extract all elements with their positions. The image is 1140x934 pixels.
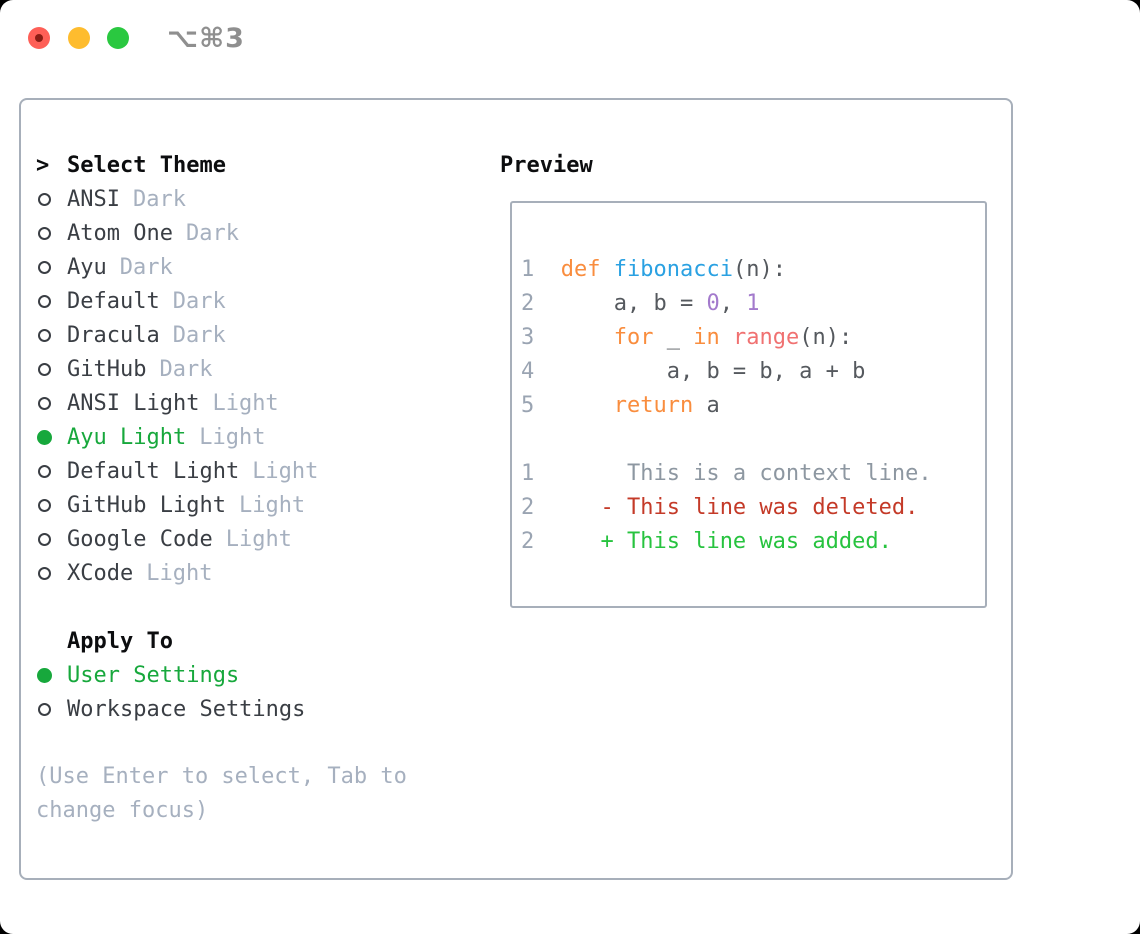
theme-list-header-row: > Select Theme bbox=[36, 148, 318, 182]
theme-option-dracula-dark-variant: Dark bbox=[172, 322, 226, 348]
theme-option-atom-one-dark-variant: Dark bbox=[185, 220, 239, 246]
theme-option-dracula-dark-label: Dracula bbox=[67, 322, 160, 348]
theme-option-default-dark-variant: Dark bbox=[172, 288, 226, 314]
theme-option-github-light-light-variant: Light bbox=[238, 492, 306, 518]
code-line-1: 1 def fibonacci(n): bbox=[521, 257, 786, 282]
theme-option-atom-one-dark-label: Atom One bbox=[67, 220, 173, 246]
theme-option-github-dark-variant: Dark bbox=[159, 356, 213, 382]
theme-option-ansi-dark-label: ANSI bbox=[67, 186, 120, 212]
preview-title: Preview bbox=[500, 152, 593, 178]
code-line-3: 3 for _ in range(n): bbox=[521, 325, 853, 350]
radio-unselected-icon bbox=[38, 532, 51, 546]
code-line-7: 1 This is a context line. bbox=[521, 461, 932, 486]
selection-prompt: > bbox=[36, 152, 50, 178]
theme-option-ayu-dark[interactable]: Ayu Dark bbox=[36, 250, 318, 284]
theme-option-ayu-light-light-variant: Light bbox=[199, 424, 266, 450]
code-line-4: 4 a, b = b, a + b bbox=[521, 359, 866, 384]
radio-unselected-icon bbox=[38, 260, 51, 274]
theme-option-ayu-dark-label: Ayu bbox=[67, 254, 107, 280]
theme-option-atom-one-dark[interactable]: Atom One Dark bbox=[36, 216, 318, 250]
apply-option-workspace-settings[interactable]: Workspace Settings bbox=[36, 692, 305, 726]
theme-option-ansi-light-light[interactable]: ANSI Light Light bbox=[36, 386, 318, 420]
theme-option-default-light-light[interactable]: Default Light Light bbox=[36, 454, 318, 488]
theme-option-ayu-light-light[interactable]: Ayu Light Light bbox=[36, 420, 318, 454]
apply-to-header-row: Apply To bbox=[36, 624, 305, 658]
apply-to-title: Apply To bbox=[67, 628, 173, 654]
theme-option-github-dark-label: GitHub bbox=[67, 356, 147, 382]
window-title-shortcut: ⌥⌘3 bbox=[167, 23, 245, 54]
theme-option-xcode-light-variant: Light bbox=[146, 560, 213, 586]
theme-list-title: Select Theme bbox=[67, 152, 226, 178]
footer-hint: (Use Enter to select, Tab to change focu… bbox=[36, 764, 407, 823]
apply-option-user-settings-label: User Settings bbox=[67, 662, 240, 688]
theme-option-xcode-light-label: XCode bbox=[67, 560, 134, 586]
theme-option-ayu-light-light-label: Ayu Light bbox=[67, 424, 187, 450]
radio-unselected-icon bbox=[38, 498, 51, 512]
apply-option-user-settings[interactable]: User Settings bbox=[36, 658, 305, 692]
preview-header-row: Preview bbox=[500, 148, 593, 182]
minimize-button[interactable] bbox=[68, 27, 90, 49]
theme-option-ansi-light-light-label: ANSI Light bbox=[67, 390, 200, 416]
titlebar: ⌥⌘3 bbox=[0, 0, 1140, 76]
radio-selected-icon bbox=[37, 429, 52, 445]
close-button[interactable] bbox=[28, 27, 50, 49]
theme-option-dracula-dark[interactable]: Dracula Dark bbox=[36, 318, 318, 352]
theme-option-github-light-light[interactable]: GitHub Light Light bbox=[36, 488, 318, 522]
theme-option-github-light-light-label: GitHub Light bbox=[67, 492, 226, 518]
code-line-2: 2 a, b = 0, 1 bbox=[521, 291, 760, 316]
code-line-9: 2 + This line was added. bbox=[521, 529, 892, 554]
preview-box: 1 def fibonacci(n): 2 a, b = 0, 1 3 for _ … bbox=[510, 201, 987, 608]
theme-option-ansi-dark-variant: Dark bbox=[132, 186, 186, 212]
radio-selected-icon bbox=[37, 667, 52, 683]
zoom-button[interactable] bbox=[107, 27, 129, 49]
apply-option-workspace-settings-label: Workspace Settings bbox=[67, 696, 306, 722]
radio-unselected-icon bbox=[38, 396, 51, 410]
code-preview: 1 def fibonacci(n): 2 a, b = 0, 1 3 for _ … bbox=[521, 253, 932, 559]
code-line-5: 5 return a bbox=[521, 393, 720, 418]
theme-option-google-code-light[interactable]: Google Code Light bbox=[36, 522, 318, 556]
theme-option-default-dark[interactable]: Default Dark bbox=[36, 284, 318, 318]
theme-option-default-light-light-label: Default Light bbox=[67, 458, 240, 484]
theme-option-ansi-dark[interactable]: ANSI Dark bbox=[36, 182, 318, 216]
radio-unselected-icon bbox=[38, 362, 51, 376]
close-dot-icon bbox=[35, 34, 43, 42]
radio-unselected-icon bbox=[38, 226, 51, 240]
radio-unselected-icon bbox=[38, 464, 51, 478]
code-line-8: 2 - This line was deleted. bbox=[521, 495, 919, 520]
theme-option-ansi-light-light-variant: Light bbox=[212, 390, 279, 416]
theme-option-xcode-light[interactable]: XCode Light bbox=[36, 556, 318, 590]
theme-option-default-dark-label: Default bbox=[67, 288, 160, 314]
radio-unselected-icon bbox=[38, 702, 51, 716]
radio-unselected-icon bbox=[38, 192, 51, 206]
theme-option-google-code-light-variant: Light bbox=[225, 526, 292, 552]
radio-unselected-icon bbox=[38, 566, 51, 580]
theme-option-default-light-light-variant: Light bbox=[252, 458, 319, 484]
theme-option-github-dark[interactable]: GitHub Dark bbox=[36, 352, 318, 386]
radio-unselected-icon bbox=[38, 328, 51, 342]
radio-unselected-icon bbox=[38, 294, 51, 308]
theme-option-google-code-light-label: Google Code bbox=[67, 526, 213, 552]
code-line-6 bbox=[521, 423, 932, 457]
theme-option-ayu-dark-variant: Dark bbox=[119, 254, 173, 280]
